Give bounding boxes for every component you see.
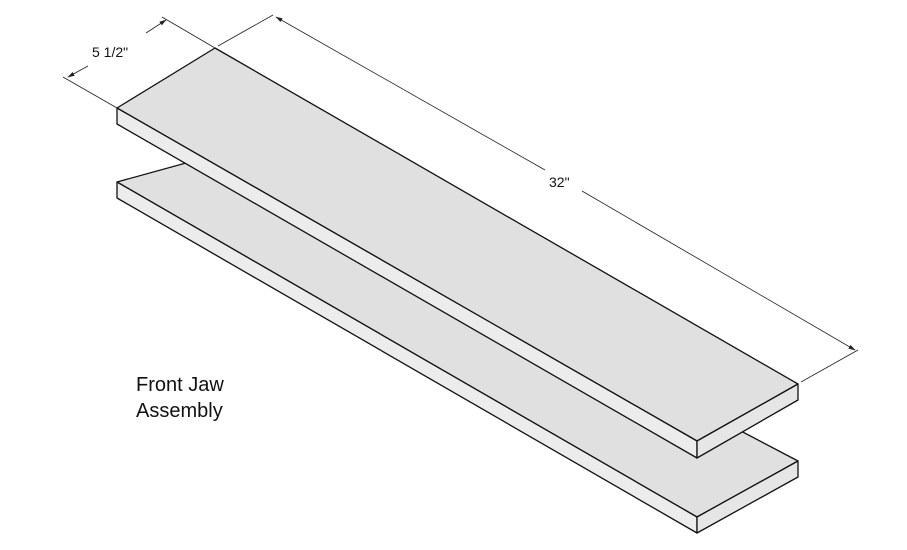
caption-line-1: Front Jaw <box>136 374 224 396</box>
caption-line-2: Assembly <box>136 400 223 422</box>
upper-board-end-face <box>696 383 799 459</box>
width-dimension: 5 1/2" <box>62 16 216 109</box>
lower-board <box>116 154 799 534</box>
length-extension-line-top <box>217 14 274 47</box>
lower-board-end-face <box>696 460 799 534</box>
width-dimension-line-right <box>145 19 167 34</box>
width-extension-line-right <box>161 16 216 49</box>
length-dimension-label: 32" <box>549 174 570 190</box>
length-dimension-line-lower <box>581 190 856 351</box>
upper-board <box>116 47 799 459</box>
length-dimension: 32" <box>217 14 859 383</box>
length-dimension-line-upper <box>275 16 546 171</box>
length-extension-line-bottom <box>800 349 859 383</box>
width-extension-line-left <box>62 76 118 109</box>
width-dimension-line-left <box>67 65 89 78</box>
drawing-caption: Front Jaw Assembly <box>136 372 224 424</box>
width-dimension-label: 5 1/2" <box>92 44 128 60</box>
